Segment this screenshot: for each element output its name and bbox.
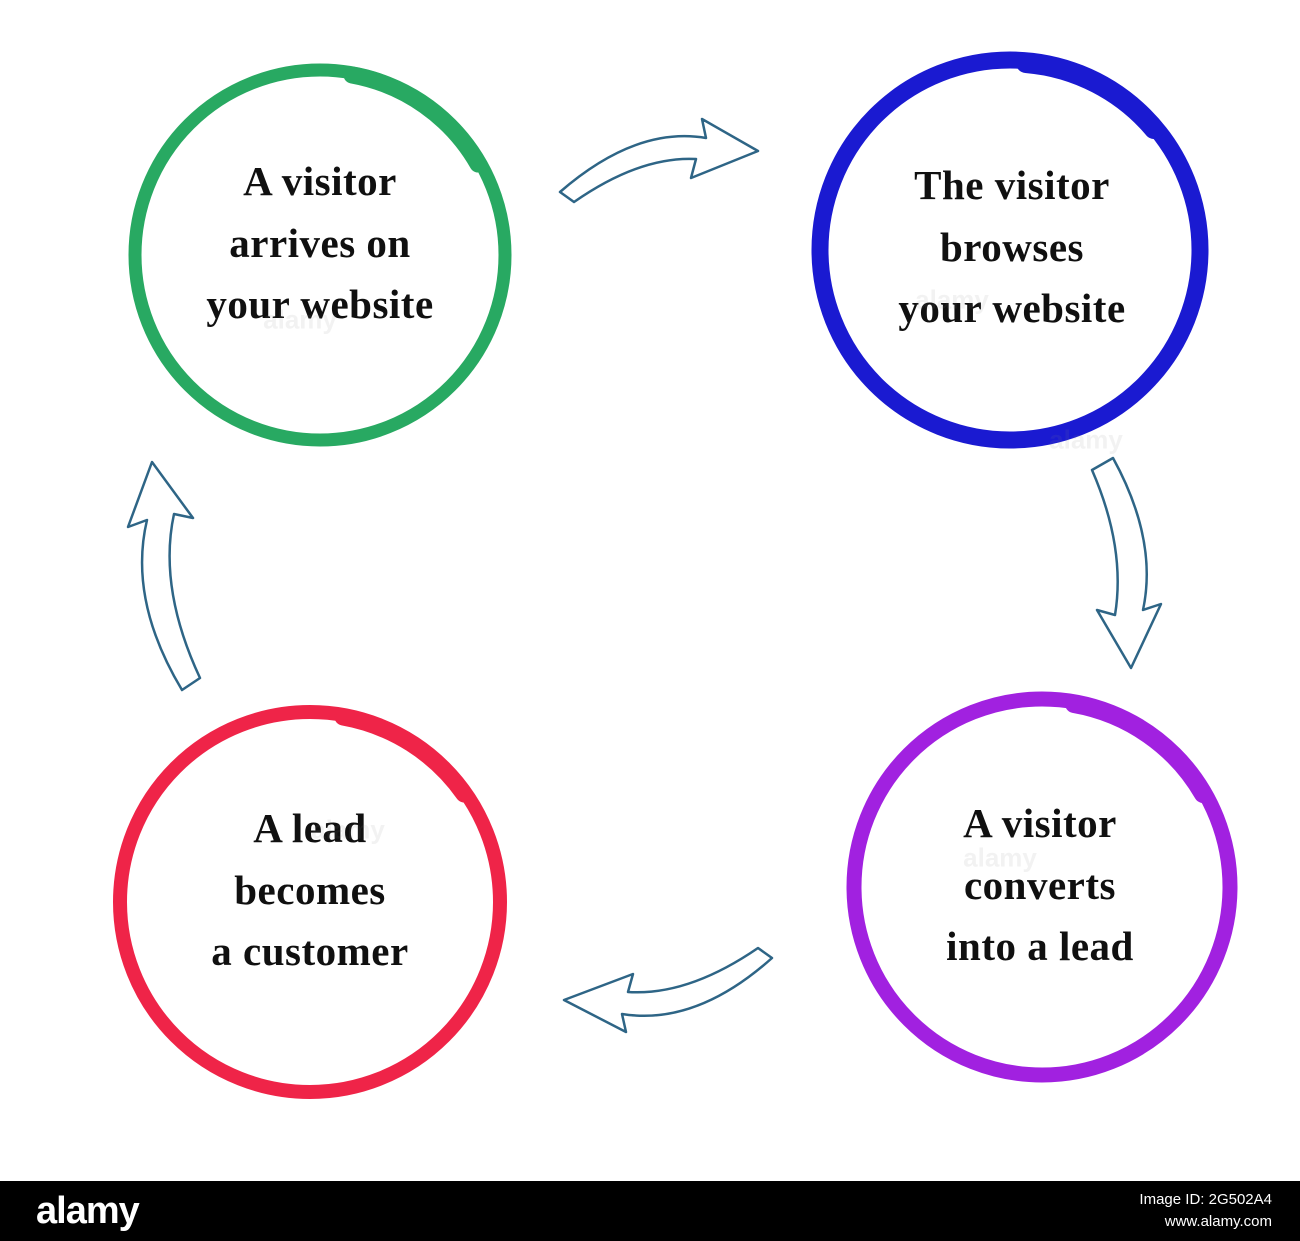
label-line: arrives on (229, 219, 411, 266)
label-line: into a lead (946, 922, 1134, 969)
arrow-arrive-to-browse (558, 117, 760, 204)
brush-tail (1065, 695, 1212, 803)
brush-tail (334, 708, 473, 803)
label-line: A visitor (243, 157, 397, 204)
label-line: The visitor (914, 161, 1110, 208)
label-line: your website (206, 280, 434, 327)
label-line: converts (963, 861, 1116, 908)
node-label-customer: A lead becomes a customer (211, 798, 408, 983)
node-label-browse: The visitor browses your website (898, 155, 1125, 340)
node-circle-browse (811, 51, 1209, 449)
label-line: A lead (253, 804, 367, 851)
node-label-convert: A visitor converts into a lead (946, 793, 1134, 978)
label-line: A visitor (963, 799, 1117, 846)
watermark-bar: alamy Image ID: 2G502A4 www.alamy.com (0, 1181, 1300, 1241)
alamy-logo: alamy (36, 1189, 140, 1232)
node-circle-customer (113, 705, 507, 1099)
watermark-meta: Image ID: 2G502A4 www.alamy.com (1139, 1189, 1272, 1233)
arrow-customer-to-arrive (126, 460, 202, 692)
brush-tail (1016, 53, 1164, 139)
node-circle-arrive (128, 63, 512, 447)
label-line: a customer (211, 927, 409, 974)
node-label-arrive: A visitor arrives on your website (206, 151, 433, 336)
arrow-convert-to-customer (562, 946, 774, 1034)
node-circle-convert (846, 691, 1238, 1083)
brush-tail (343, 66, 487, 173)
image-id: Image ID: 2G502A4 (1139, 1191, 1272, 1209)
label-line: becomes (234, 866, 386, 913)
arrow-browse-to-convert (1090, 456, 1163, 670)
label-line: your website (898, 284, 1126, 331)
watermark-url: www.alamy.com (1164, 1213, 1272, 1230)
cycle-diagram-graphics (113, 51, 1238, 1099)
label-line: browses (940, 223, 1084, 270)
